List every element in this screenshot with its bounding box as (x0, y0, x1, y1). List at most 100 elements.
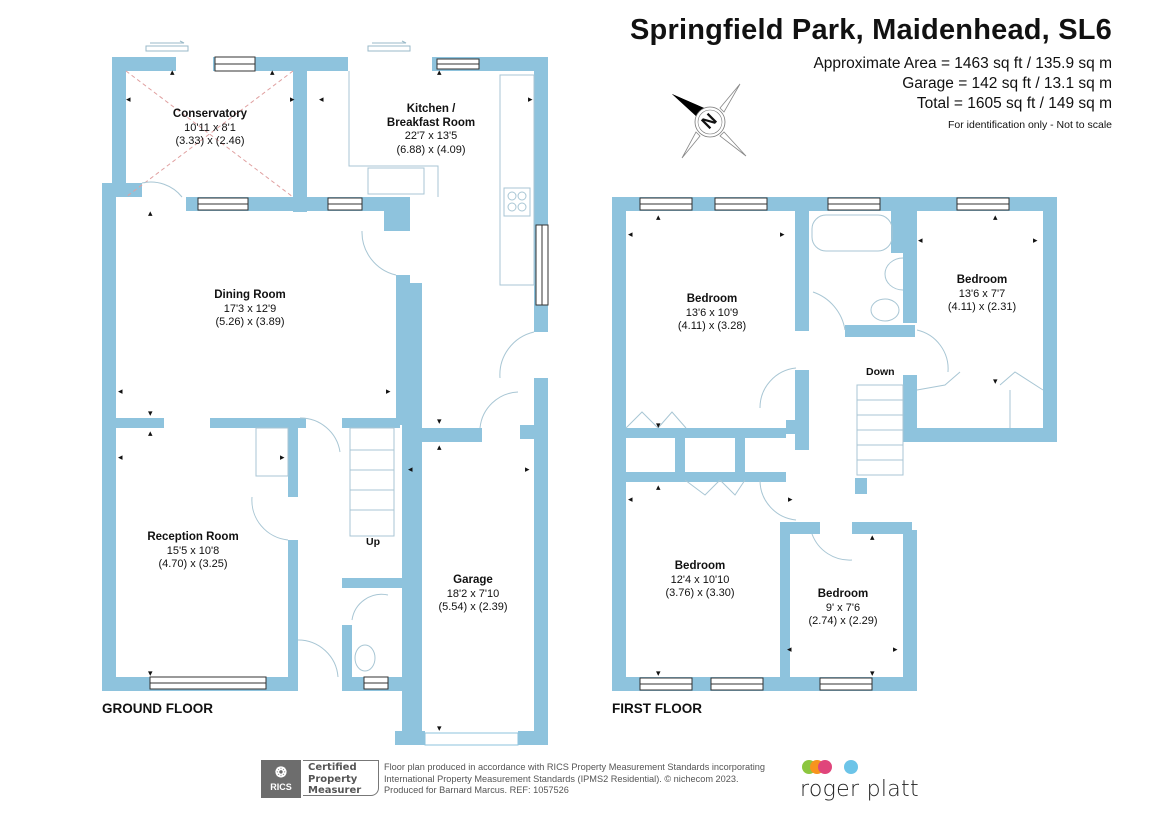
room-imperial: 15'5 x 10'8 (166, 544, 220, 557)
room-name: Dining Room (214, 289, 286, 301)
room-imperial: 13'6 x 7'7 (958, 287, 1006, 300)
rics-line: Measurer (308, 785, 362, 796)
svg-text:◂: ◂ (628, 494, 633, 504)
svg-text:▴: ▴ (437, 67, 442, 77)
first-floor-label: FIRST FLOOR (612, 701, 702, 716)
room-name: Reception Room (147, 531, 239, 543)
room-name: Conservatory (172, 108, 248, 120)
brand-dot (844, 760, 858, 774)
windows (149, 56, 1010, 746)
rics-line: Certified (308, 762, 357, 773)
brand-dots (800, 760, 870, 776)
svg-text:◂: ◂ (787, 644, 792, 654)
svg-text:◂: ◂ (918, 235, 923, 245)
svg-text:▴: ▴ (656, 482, 661, 492)
svg-text:▴: ▴ (148, 208, 153, 218)
stairs-up-label: Up (366, 536, 380, 548)
rics-badge: ❂ RICS Certified Property Measurer (261, 760, 381, 798)
total-area: Total = 1605 sq ft / 149 sq m (916, 95, 1112, 112)
svg-text:▸: ▸ (386, 386, 391, 396)
room-label-conservatory: Conservatory 10'11 x 8'1 (3.33) x (2.46) (173, 108, 247, 149)
ground-floor-walls (102, 57, 548, 745)
room-name: Bedroom (817, 588, 869, 600)
svg-text:▴: ▴ (148, 428, 153, 438)
svg-text:▸: ▸ (780, 229, 785, 239)
agent-logo: roger platt (800, 760, 919, 802)
room-name: Garage (453, 574, 493, 586)
rics-lion-icon: ❂ (275, 764, 287, 780)
room-name: Kitchen / (406, 103, 456, 115)
svg-text:▾: ▾ (656, 420, 661, 430)
room-metric: (5.54) x (2.39) (438, 601, 508, 613)
svg-text:▸: ▸ (280, 452, 285, 462)
svg-text:▾: ▾ (148, 408, 153, 418)
svg-text:▸: ▸ (788, 494, 793, 504)
svg-text:▴: ▴ (870, 532, 875, 542)
svg-text:▴: ▴ (270, 67, 275, 77)
disclaimer-line: Produced for Barnard Marcus. REF: 105752… (384, 785, 569, 795)
svg-text:▴: ▴ (993, 212, 998, 222)
property-title: Springfield Park, Maidenhead, SL6 (630, 14, 1112, 46)
room-imperial: 10'11 x 8'1 (184, 121, 236, 134)
rics-line: Property (308, 773, 358, 785)
room-metric: (3.33) x (2.46) (175, 135, 245, 147)
room-label-kitchen: Kitchen / Breakfast Room 22'7 x 13'5 (6.… (387, 103, 475, 157)
room-name: Bedroom (674, 560, 726, 572)
svg-text:▸: ▸ (528, 94, 533, 104)
approx-area: Approximate Area = 1463 sq ft / 135.9 sq… (813, 55, 1112, 72)
garage-area: Garage = 142 sq ft / 13.1 sq m (902, 75, 1112, 92)
svg-text:▾: ▾ (437, 416, 442, 426)
svg-text:◂: ◂ (126, 94, 131, 104)
room-imperial: 17'3 x 12'9 (223, 302, 277, 315)
svg-text:▴: ▴ (170, 67, 175, 77)
svg-text:◂: ◂ (118, 452, 123, 462)
svg-text:▸: ▸ (1033, 235, 1038, 245)
brand-name: roger platt (800, 777, 919, 802)
svg-text:▾: ▾ (870, 668, 875, 678)
room-metric: (4.70) x (3.25) (158, 558, 228, 570)
rics-logo-text: RICS (270, 782, 292, 792)
room-metric: (6.88) x (4.09) (396, 143, 466, 156)
room-metric: (4.11) x (3.28) (677, 320, 747, 332)
room-label-garage: Garage 18'2 x 7'10 (5.54) x (2.39) (438, 574, 507, 615)
rics-certified-text: Certified Property Measurer (303, 760, 379, 796)
disclaimer-line: International Property Measurement Stand… (384, 773, 739, 784)
room-label-reception: Reception Room 15'5 x 10'8 (4.70) x (3.2… (147, 531, 238, 572)
svg-text:◂: ◂ (408, 464, 413, 474)
svg-text:◂: ◂ (118, 386, 123, 396)
room-name: Bedroom (956, 274, 1008, 286)
room-label-bedroom-2: Bedroom 13'6 x 7'7 (4.11) x (2.31) (948, 274, 1016, 315)
svg-text:◂: ◂ (628, 229, 633, 239)
svg-text:▴: ▴ (437, 442, 442, 452)
svg-text:▾: ▾ (993, 376, 998, 386)
room-metric: (4.11) x (2.31) (947, 301, 1017, 313)
rics-logo: ❂ RICS (261, 760, 301, 798)
svg-text:▸: ▸ (525, 464, 530, 474)
room-metric: (2.74) x (2.29) (808, 615, 878, 627)
area-summary: Approximate Area = 1463 sq ft / 135.9 sq… (813, 54, 1112, 132)
room-label-bedroom-4: Bedroom 9' x 7'6 (2.74) x (2.29) (808, 588, 877, 629)
room-name: Bedroom (686, 293, 738, 305)
room-imperial: 18'2 x 7'10 (446, 587, 500, 600)
room-metric: (3.76) x (3.30) (665, 587, 735, 599)
svg-text:◂: ◂ (319, 94, 324, 104)
room-metric: (5.26) x (3.89) (215, 316, 285, 328)
svg-text:▾: ▾ (148, 668, 153, 678)
brand-dot (818, 760, 832, 774)
room-label-dining: Dining Room 17'3 x 12'9 (5.26) x (3.89) (214, 289, 286, 330)
stairs-down-label: Down (866, 366, 895, 378)
svg-text:▸: ▸ (290, 94, 295, 104)
scale-note: For identification only - Not to scale (948, 119, 1112, 131)
dimension-arrows: ◂ ▸ ◂ ▸ ▴ ▴ ▴ ▴ ◂ ▸ ▾ ▴ ◂ ▸ ▾ ▾ ▴ ◂ ▸ ▾ ◂ ▸ ▴ ◂ ▸ ▴ ▾ ▾ ▴ ◂… (118, 67, 1038, 733)
svg-text:▸: ▸ (893, 644, 898, 654)
svg-text:▴: ▴ (656, 212, 661, 222)
room-name-line2: Breakfast Room (386, 116, 476, 129)
disclaimer: Floor plan produced in accordance with R… (384, 762, 765, 797)
room-label-bedroom-3: Bedroom 12'4 x 10'10 (3.76) x (3.30) (665, 560, 734, 601)
room-label-bedroom-1: Bedroom 13'6 x 10'9 (4.11) x (3.28) (678, 293, 746, 334)
disclaimer-line: Floor plan produced in accordance with R… (384, 762, 765, 772)
room-imperial: 13'6 x 10'9 (685, 306, 739, 319)
ground-floor-label: GROUND FLOOR (102, 701, 213, 716)
svg-text:▾: ▾ (437, 723, 442, 733)
